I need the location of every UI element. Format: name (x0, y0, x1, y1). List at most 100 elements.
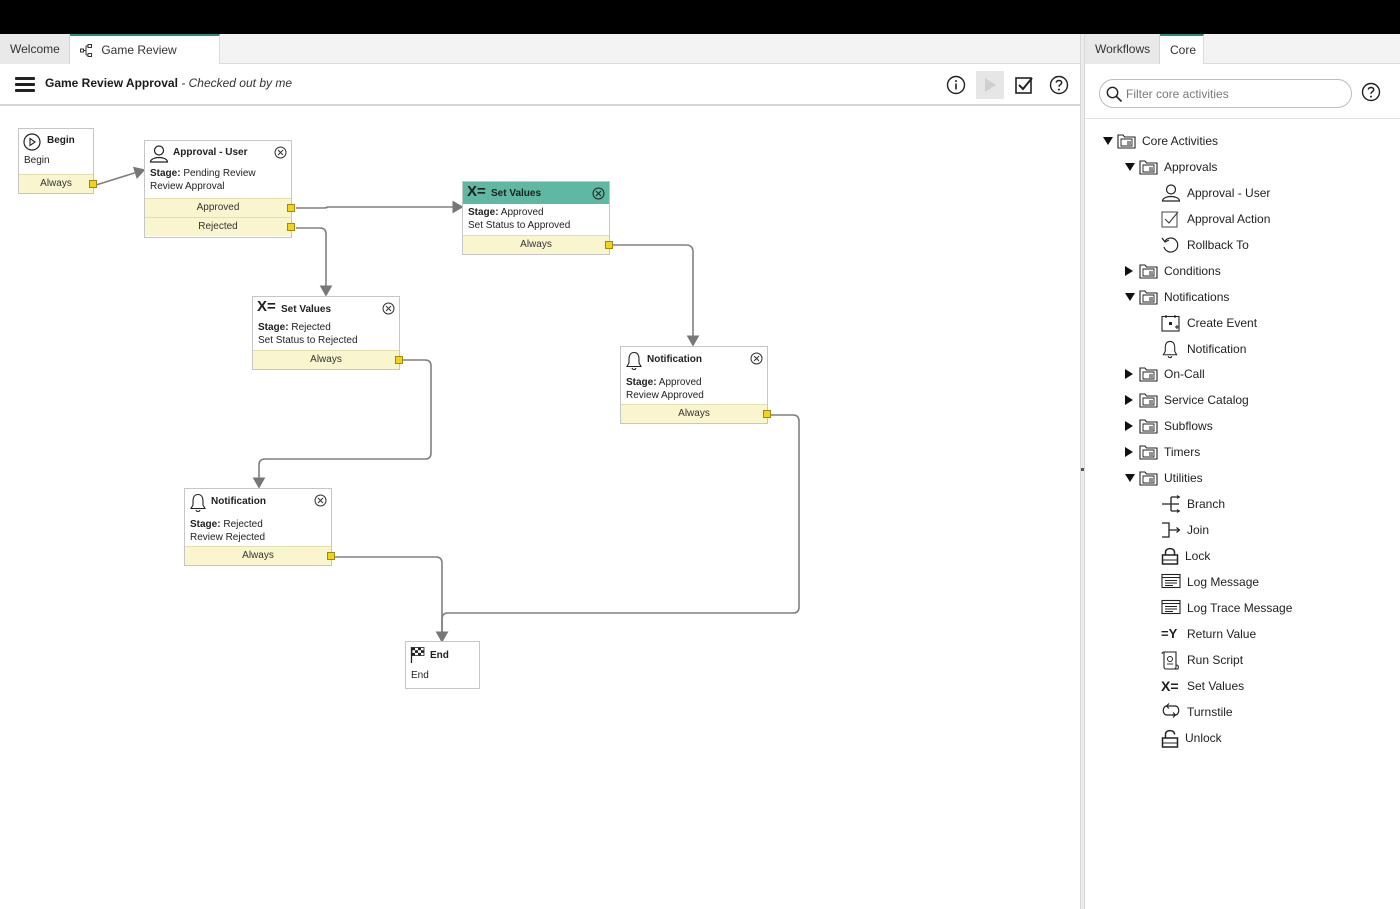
close-icon[interactable] (274, 146, 287, 159)
expand-arrow-icon[interactable] (1125, 293, 1135, 301)
collapse-arrow-icon[interactable] (1125, 395, 1133, 405)
tab-label: Core (1170, 43, 1197, 57)
info-icon (946, 75, 966, 95)
checkbox-checked-icon (1161, 211, 1179, 228)
top-bar (0, 0, 1400, 34)
user-icon (149, 145, 169, 163)
panel-tab-strip: Workflows Core (1085, 34, 1400, 64)
node-exit-always[interactable]: Always (185, 546, 335, 565)
close-icon[interactable] (750, 352, 763, 365)
collapse-arrow-icon[interactable] (1125, 421, 1133, 431)
node-exit-approved[interactable]: Approved (145, 198, 295, 217)
close-icon[interactable] (592, 187, 605, 200)
exit-port[interactable] (395, 356, 403, 364)
close-icon[interactable] (314, 494, 327, 507)
tree-label: Join (1187, 523, 1210, 537)
node-approval-user[interactable]: Approval - User Stage: Pending Review Re… (144, 140, 295, 238)
exit-port[interactable] (287, 223, 295, 231)
tree-label: Unlock (1185, 731, 1222, 745)
node-exit-always[interactable]: Always (621, 404, 771, 423)
node-description: Review Approved (626, 390, 704, 401)
tree-label: Turnstile (1187, 705, 1233, 719)
tab-game-review-approval[interactable]: Game Review Approval (70, 34, 220, 85)
node-header: X= Set Values (253, 297, 399, 319)
node-set-values-rejected[interactable]: X= Set Values Stage: Rejected Set Status… (252, 296, 403, 370)
exit-port[interactable] (287, 204, 295, 212)
collapse-arrow-icon[interactable] (1125, 266, 1133, 276)
stage-label: Stage: (468, 207, 499, 218)
splitter-handle[interactable] (1081, 468, 1084, 471)
panel-splitter[interactable] (1080, 34, 1085, 909)
node-exit-always[interactable]: Always (19, 174, 97, 193)
help-button[interactable] (1045, 71, 1073, 99)
rollback-icon (1161, 237, 1179, 253)
folder-icon (1139, 160, 1158, 175)
help-icon[interactable] (1361, 82, 1381, 102)
node-exit-rejected[interactable]: Rejected (145, 217, 295, 236)
node-end[interactable]: End End (405, 641, 480, 689)
node-body: Stage: Pending Review Review Approval (145, 165, 291, 198)
tab-workflows[interactable]: Workflows (1085, 34, 1160, 64)
collapse-arrow-icon[interactable] (1125, 447, 1133, 457)
activities-panel: Workflows Core Core Activities Approvals… (1085, 34, 1400, 909)
node-description: Set Status to Approved (468, 220, 571, 231)
workflow-name: Game Review Approval (45, 76, 178, 90)
return-value-icon: =Y (1161, 626, 1178, 641)
exit-label: Rejected (198, 221, 238, 232)
tab-welcome[interactable]: Welcome (0, 34, 70, 64)
bell-icon (190, 493, 206, 513)
validate-button[interactable] (1010, 71, 1038, 99)
close-icon[interactable] (382, 302, 395, 315)
exit-label: Always (678, 408, 710, 419)
workflow-canvas[interactable]: Begin Begin Always Approval - User Stage… (0, 106, 1080, 909)
node-description: Review Rejected (190, 532, 266, 543)
branch-icon (1162, 495, 1181, 513)
node-header: Notification (185, 489, 331, 515)
stage-label: Stage: (258, 322, 289, 333)
filter-field[interactable] (1099, 79, 1352, 108)
unlock-icon (1161, 729, 1179, 748)
collapse-arrow-icon[interactable] (1125, 369, 1133, 379)
expand-arrow-icon[interactable] (1103, 137, 1113, 145)
exit-port[interactable] (89, 180, 97, 188)
turnstile-icon (1162, 703, 1180, 718)
exit-port[interactable] (763, 410, 771, 418)
tree-label: Create Event (1187, 316, 1258, 330)
exit-port[interactable] (605, 241, 613, 249)
expand-arrow-icon[interactable] (1125, 474, 1135, 482)
tree-label: Log Message (1187, 575, 1260, 589)
bell-icon (1162, 340, 1178, 359)
stage-value: Rejected (220, 519, 263, 530)
node-notification-approved[interactable]: Notification Stage: Approved Review Appr… (620, 346, 771, 424)
info-button[interactable] (942, 71, 970, 99)
user-icon (1161, 184, 1181, 202)
panel-separator (1085, 118, 1400, 119)
tree-label: On-Call (1164, 367, 1205, 381)
exit-label: Always (242, 550, 274, 561)
node-set-values-approved[interactable]: X= Set Values Stage: Approved Set Status… (462, 181, 613, 255)
folder-icon (1139, 264, 1158, 279)
tree-label: Approval - User (1187, 186, 1271, 200)
node-body: End (411, 670, 429, 681)
node-header: Notification (621, 347, 767, 373)
node-header: Approval - User (145, 141, 291, 165)
stage-label: Stage: (626, 377, 657, 388)
tree-label: Rollback To (1187, 238, 1249, 252)
tab-core[interactable]: Core (1160, 34, 1204, 64)
node-begin[interactable]: Begin Begin Always (18, 128, 97, 194)
node-title: Set Values (491, 188, 542, 199)
exit-port[interactable] (327, 552, 335, 560)
stage-value: Rejected (288, 322, 331, 333)
expand-arrow-icon[interactable] (1125, 163, 1135, 171)
node-title: Notification (647, 354, 702, 365)
menu-icon[interactable] (15, 77, 35, 93)
filter-input[interactable] (1126, 85, 1341, 103)
set-values-icon: X= (257, 298, 276, 315)
node-notification-rejected[interactable]: Notification Stage: Rejected Review Reje… (184, 488, 335, 566)
node-exit-always[interactable]: Always (463, 235, 613, 254)
folder-icon (1139, 290, 1158, 305)
node-description: Set Status to Rejected (258, 335, 358, 346)
run-button[interactable] (976, 71, 1004, 99)
tree-label: Utilities (1164, 471, 1203, 485)
node-exit-always[interactable]: Always (253, 350, 403, 369)
